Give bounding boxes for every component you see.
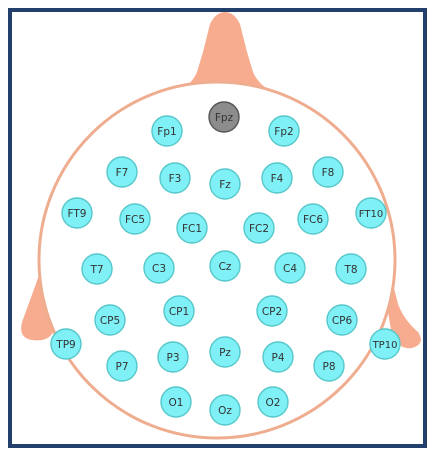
electrode-label: F3 <box>169 173 182 185</box>
electrode-fc2: FC2 <box>244 213 274 243</box>
electrode-label: FC6 <box>303 214 323 226</box>
electrode-t8: T8 <box>336 254 366 284</box>
electrode-label: F8 <box>322 167 335 179</box>
electrode-t7: T7 <box>82 254 112 284</box>
electrode-label: CP5 <box>100 315 120 327</box>
electrode-label: P7 <box>115 361 128 373</box>
electrode-label: Cz <box>219 261 232 273</box>
electrode-label: P4 <box>271 352 284 364</box>
electrode-ft9: FT9 <box>62 198 92 228</box>
electrode-label: TP10 <box>372 340 398 351</box>
electrode-ft10: FT10 <box>356 198 386 228</box>
electrode-oz: Oz <box>210 395 240 425</box>
electrode-label: FT9 <box>68 208 87 220</box>
electrode-cp1: CP1 <box>164 296 194 326</box>
electrode-label: F4 <box>271 173 284 185</box>
electrode-label: P3 <box>166 352 179 364</box>
electrode-label: Fpz <box>215 112 234 124</box>
electrode-cp5: CP5 <box>95 305 125 335</box>
electrode-p4: P4 <box>263 342 293 372</box>
electrode-p3: P3 <box>158 342 188 372</box>
electrode-label: Oz <box>218 405 232 417</box>
electrode-cp2: CP2 <box>257 296 287 326</box>
electrode-label: P8 <box>322 361 335 373</box>
electrode-label: FC5 <box>125 214 145 226</box>
electrode-label: FT10 <box>359 209 383 220</box>
electrode-label: O1 <box>169 397 184 409</box>
electrode-label: FC1 <box>182 223 202 235</box>
electrode-label: F7 <box>116 167 129 179</box>
electrode-label: Fp2 <box>274 126 293 138</box>
electrode-o2: O2 <box>258 387 288 417</box>
electrode-label: T7 <box>89 264 103 276</box>
electrode-fp2: Fp2 <box>269 116 299 146</box>
electrode-p7: P7 <box>107 351 137 381</box>
electrode-fp1: Fp1 <box>152 116 182 146</box>
electrode-c3: C3 <box>144 253 174 283</box>
electrode-tp10: TP10 <box>370 329 400 359</box>
electrode-label: CP1 <box>169 306 189 318</box>
electrode-f8: F8 <box>313 157 343 187</box>
electrode-label: O2 <box>266 397 281 409</box>
electrode-p8: P8 <box>314 351 344 381</box>
electrode-fz: Fz <box>210 169 240 199</box>
electrode-c4: C4 <box>275 253 305 283</box>
electrode-label: FC2 <box>249 223 269 235</box>
electrode-fc6: FC6 <box>298 204 328 234</box>
electrode-f4: F4 <box>262 163 292 193</box>
electrode-label: Pz <box>219 347 231 359</box>
electrode-fc1: FC1 <box>177 213 207 243</box>
electrode-label: Fp1 <box>157 126 176 138</box>
electrode-label: Fz <box>219 179 231 191</box>
electrode-cp6: CP6 <box>327 305 357 335</box>
electrode-label: TP9 <box>55 339 75 351</box>
electrode-fpz: Fpz <box>209 102 239 132</box>
electrode-fc5: FC5 <box>120 204 150 234</box>
electrode-f3: F3 <box>160 163 190 193</box>
electrode-label: C4 <box>283 263 297 275</box>
electrode-o1: O1 <box>161 387 191 417</box>
electrode-label: CP2 <box>262 306 282 318</box>
electrode-cz: Cz <box>210 251 240 281</box>
electrode-label: T8 <box>343 264 357 276</box>
electrode-label: C3 <box>152 263 166 275</box>
electrode-f7: F7 <box>107 157 137 187</box>
electrode-label: CP6 <box>332 315 353 327</box>
electrode-pz: Pz <box>210 337 240 367</box>
electrode-tp9: TP9 <box>51 329 81 359</box>
